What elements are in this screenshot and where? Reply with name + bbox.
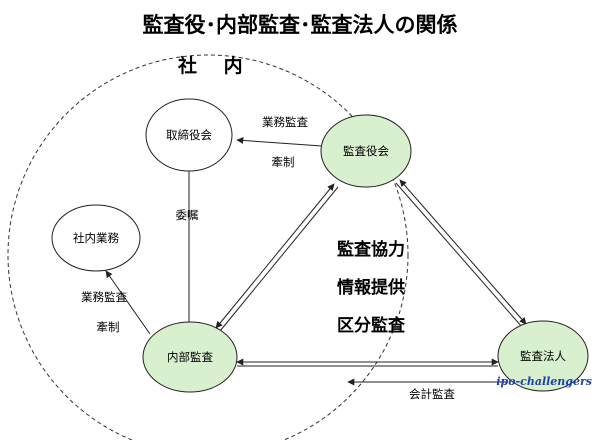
node-internal-audit-label: 内部監査 bbox=[167, 350, 213, 364]
node-board: 取締役会 bbox=[145, 98, 233, 172]
edge-label-accounting-audit: 会計監査 bbox=[409, 387, 455, 401]
edge-label-internal-audit-business-bottom: 牽制 bbox=[97, 320, 120, 334]
edge-label-auditors-board-top: 業務監査 bbox=[262, 115, 308, 129]
node-board-label: 取締役会 bbox=[166, 128, 212, 142]
node-audit-firm-label: 監査法人 bbox=[520, 349, 566, 363]
link-auditors-internal-audit bbox=[215, 183, 339, 332]
diagram-title: 監査役･内部監査･監査法人の関係 bbox=[143, 13, 458, 37]
edge-label-auditors-board-bottom: 牽制 bbox=[272, 155, 295, 169]
arrow-auditors-to-board bbox=[236, 136, 323, 147]
edge-label-board-internal-audit: 委嘱 bbox=[176, 208, 199, 222]
center-label-cooperation: 監査協力 bbox=[337, 239, 405, 260]
center-label-information: 情報提供 bbox=[337, 277, 405, 298]
watermark: ipo-challengers bbox=[496, 375, 592, 388]
node-internal-business: 社内業務 bbox=[51, 204, 141, 272]
arrow-internal-audit-to-business bbox=[105, 270, 151, 335]
edge-label-internal-audit-business-top: 業務監査 bbox=[81, 290, 127, 304]
node-auditors: 監査役会 bbox=[320, 114, 412, 188]
link-internal-audit-audit-firm bbox=[236, 358, 499, 367]
center-label-divided-audit: 区分監査 bbox=[337, 315, 406, 336]
node-internal-business-label: 社内業務 bbox=[73, 231, 119, 245]
link-auditors-audit-firm bbox=[395, 179, 527, 328]
node-audit-firm: 監査法人 bbox=[497, 320, 589, 392]
region-label: 社 内 bbox=[177, 54, 253, 77]
node-internal-audit: 内部監査 bbox=[142, 321, 238, 393]
node-auditors-label: 監査役会 bbox=[343, 144, 389, 158]
